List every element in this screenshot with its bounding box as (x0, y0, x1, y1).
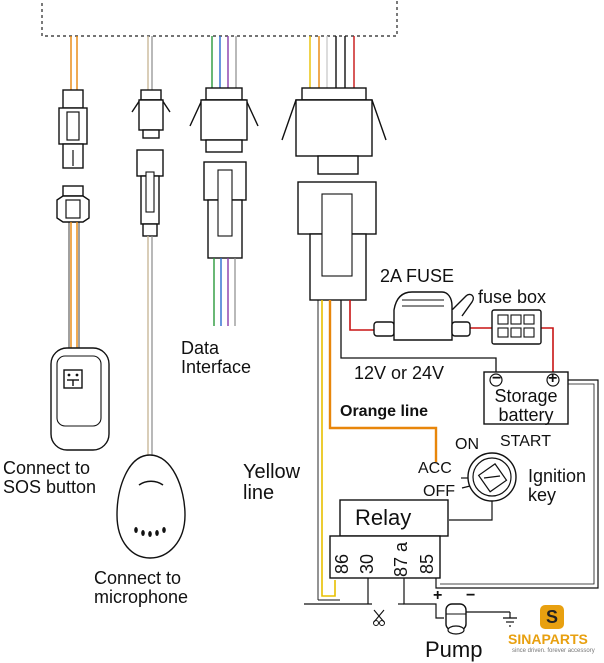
microphone-label: Connect to microphone (94, 568, 189, 607)
relay-label: Relay (355, 505, 412, 530)
ign-acc-label: ACC (418, 460, 452, 477)
pump-circuit (304, 578, 517, 635)
battery-loop-wire (435, 379, 599, 589)
data-interface-label: Data Interface (181, 338, 252, 377)
relay-pin-85: 85 (417, 553, 437, 574)
sinaparts-logo-icon: S (540, 605, 564, 629)
yellow-wire (321, 300, 336, 597)
fuse-box (491, 309, 542, 345)
microphone (116, 454, 186, 559)
pump-minus-label: − (466, 587, 476, 604)
sos-cable (56, 36, 90, 350)
pump-label: Pump (425, 637, 483, 662)
relay-pin-30: 30 (357, 553, 377, 574)
fuse-box-label: fuse box (478, 287, 547, 307)
orange-wire (328, 300, 438, 462)
ign-start-label: START (500, 433, 551, 450)
power-cable (281, 36, 387, 301)
relay-pin-86: 86 (332, 553, 352, 574)
storage-battery (483, 371, 569, 425)
yellow-line-label: Yellow line (243, 461, 301, 504)
red-wire (349, 300, 374, 331)
battery-minus-label: − (492, 370, 502, 387)
sos-label: Connect to SOS button (3, 458, 97, 497)
data-interface-cable (189, 36, 259, 326)
orange-line-label: Orange line (340, 403, 429, 420)
fuse-2a-label: 2A FUSE (380, 266, 455, 286)
relay-pin-87a: 87 a (391, 541, 411, 577)
microphone-cable (131, 36, 171, 455)
relay (329, 499, 449, 579)
ign-off-label: OFF (423, 483, 455, 500)
battery-plus-label: + (548, 370, 558, 387)
logo-text: SINAPARTS (508, 631, 588, 647)
fuse-2a (373, 291, 475, 341)
pump-plus-label: + (433, 587, 443, 604)
supply-voltage-label: 12V or 24V (354, 363, 445, 383)
ground-wire (340, 300, 497, 372)
svg-text:S: S (546, 607, 558, 627)
storage-battery-label: Storage battery (494, 386, 558, 425)
device-body (41, 0, 398, 37)
ign-on-label: ON (455, 436, 479, 453)
ignition-key-label: Ignition key (528, 466, 587, 505)
sos-button (50, 347, 110, 451)
ignition-key-switch (461, 452, 517, 502)
logo-tagline: since driven. forever accessory (512, 648, 595, 654)
